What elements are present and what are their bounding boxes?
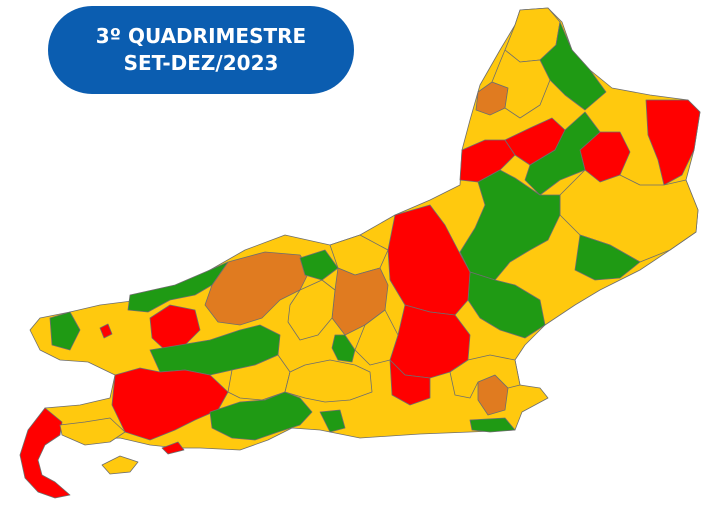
region-west-green-1 [299, 249, 339, 281]
region-center-red-south [389, 359, 431, 406]
title-line-1: 3º QUADRIMESTRE [95, 24, 307, 48]
region-east-green [574, 234, 641, 281]
region-center-green-large [459, 169, 561, 281]
region-west-orange-block [204, 251, 311, 326]
region-west-green-2 [127, 261, 229, 313]
region-far-southwest-red [19, 407, 71, 499]
region-southwest-yellow-coast [59, 417, 126, 446]
title-badge: 3º QUADRIMESTRE SET-DEZ/2023 [48, 6, 354, 94]
title-line-2: SET-DEZ/2023 [123, 51, 279, 75]
region-metro-yellow [284, 359, 373, 403]
region-east-coast-green [469, 417, 516, 433]
region-northeast-green [524, 111, 601, 196]
region-ilha-grande-yellow [101, 455, 139, 475]
region-metro-green-2 [331, 334, 356, 363]
region-red-spot [99, 323, 113, 339]
region-north-yellow-2 [491, 49, 551, 119]
region-center-red-column [387, 204, 471, 316]
region-north-red-1 [459, 139, 516, 183]
region-north-green-strip [539, 21, 607, 111]
region-metro-green-3 [319, 409, 346, 433]
region-west-yellow [287, 279, 336, 341]
region-northeast-yellow [559, 169, 699, 263]
region-west-red [149, 304, 201, 351]
region-west-green-3 [49, 311, 81, 351]
region-east-coast-yellow [449, 354, 521, 399]
region-metro-green [209, 391, 313, 441]
region-center-green-2 [467, 271, 546, 339]
region-northeast-red [645, 99, 701, 186]
region-small-red-coast [161, 441, 185, 455]
